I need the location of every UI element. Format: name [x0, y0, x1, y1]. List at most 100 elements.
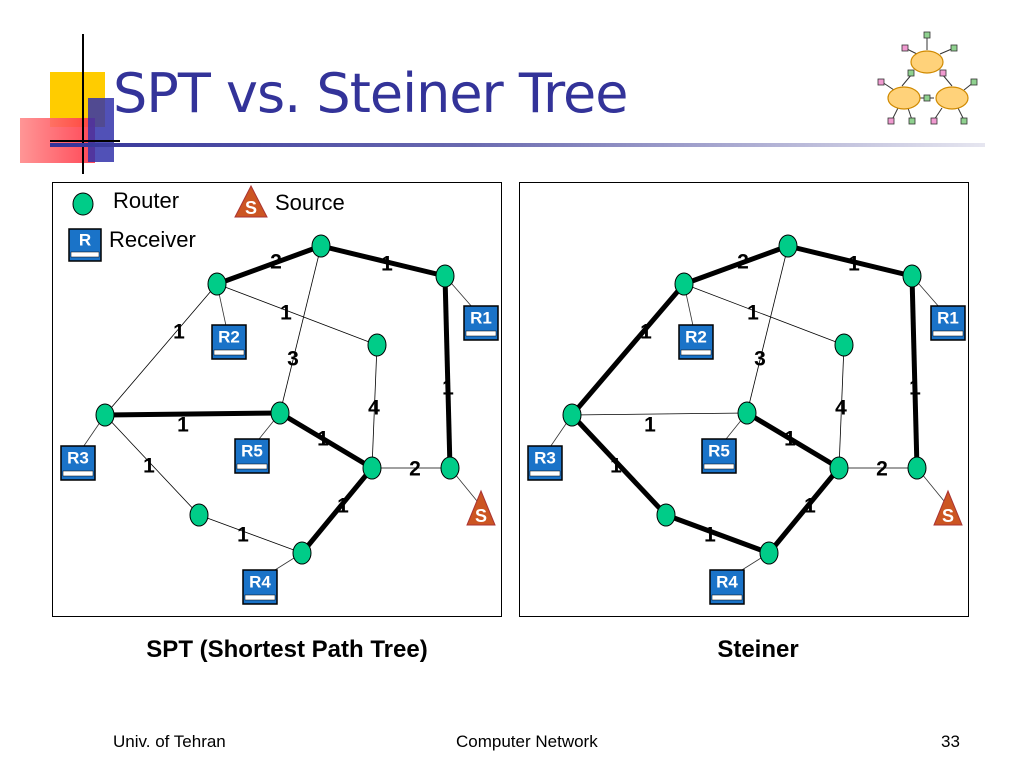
router-node	[656, 503, 676, 527]
edge-weight-e-f: 1	[644, 414, 656, 437]
edge-a-d	[216, 283, 378, 346]
deco-horizontal-line	[50, 140, 120, 142]
edge-weight-a-e: 1	[173, 321, 185, 344]
source-letter: S	[475, 506, 487, 526]
edge-weight-c-s: 1	[909, 377, 921, 400]
tree-edge-a-e	[570, 282, 686, 417]
receiver-label: R3	[67, 448, 89, 467]
tree-edge-f-g	[745, 410, 841, 471]
receiver-label: R3	[534, 448, 556, 467]
edge-weight-g-i: 1	[337, 495, 349, 518]
source-node: S	[466, 489, 496, 526]
tree-edge-h-i	[665, 512, 770, 556]
receiver-r1: R1	[463, 305, 499, 341]
legend-source-icon	[234, 184, 268, 218]
edge-e-f	[571, 412, 748, 416]
legend-receiver-letter: R	[79, 230, 91, 249]
receiver-r4: R4	[709, 569, 745, 605]
router-node	[834, 333, 854, 357]
edge-weight-d-g: 4	[368, 397, 380, 420]
receiver-label: R5	[241, 441, 263, 460]
router-node	[759, 541, 779, 565]
router-node	[367, 333, 387, 357]
tree-edge-g-i	[767, 466, 841, 555]
network-clouds-icon	[877, 31, 978, 125]
edge-weight-a-d: 1	[280, 302, 292, 325]
source-letter: S	[942, 506, 954, 526]
receiver-r5: R5	[234, 438, 270, 474]
legend-source-letter: S	[245, 198, 257, 218]
footer-university: Univ. of Tehran	[113, 732, 226, 751]
router-node	[189, 503, 209, 527]
edge-weight-g-s: 2	[876, 458, 888, 481]
title-underline	[50, 143, 985, 147]
footer-course: Computer Network	[456, 732, 598, 751]
legend-receiver-label: Receiver	[109, 227, 196, 252]
receiver-r4: R4	[242, 569, 278, 605]
edge-weight-a-e: 1	[640, 321, 652, 344]
router-node	[737, 401, 757, 425]
edge-d-g	[371, 344, 378, 469]
legend-router-label: Router	[113, 188, 179, 213]
edge-h-i	[198, 514, 303, 554]
page-number: 33	[941, 732, 960, 751]
edge-weight-c-s: 1	[442, 377, 454, 400]
edge-d-g	[838, 344, 845, 469]
receiver-label: R4	[249, 572, 271, 591]
edge-weight-h-i: 1	[237, 524, 249, 547]
receiver-label: R5	[708, 441, 730, 460]
tree-edge-c-s	[909, 275, 920, 469]
edge-weight-e-h: 1	[143, 455, 155, 478]
tree-edge-a-b	[216, 243, 322, 287]
legend-source-label: Source	[275, 190, 345, 215]
router-node	[207, 272, 227, 296]
edge-weight-a-b: 2	[270, 251, 282, 274]
router-node	[440, 456, 460, 480]
receiver-r1: R1	[930, 305, 966, 341]
edge-weight-b-f: 3	[754, 348, 766, 371]
receiver-label: R1	[470, 308, 492, 327]
edge-a-d	[683, 283, 845, 346]
router-node	[292, 541, 312, 565]
router-node	[362, 456, 382, 480]
edge-weight-h-i: 1	[704, 524, 716, 547]
steiner-caption: Steiner	[717, 636, 799, 663]
edge-weight-a-d: 1	[747, 302, 759, 325]
router-node	[311, 234, 331, 258]
tree-edge-e-f	[104, 410, 281, 418]
router-node	[907, 456, 927, 480]
tree-edge-f-g	[278, 410, 374, 471]
edge-e-h	[104, 414, 200, 516]
deco-blue-block	[88, 98, 114, 162]
edge-weight-e-f: 1	[177, 414, 189, 437]
router-node	[562, 403, 582, 427]
receiver-r3: R3	[60, 445, 96, 481]
edge-weight-f-g: 1	[317, 428, 329, 451]
legend-router-icon	[72, 192, 94, 216]
edge-weight-g-s: 2	[409, 458, 421, 481]
spt-caption: SPT (Shortest Path Tree)	[146, 636, 428, 663]
edge-b-f	[746, 245, 789, 414]
router-node	[270, 401, 290, 425]
router-node	[829, 456, 849, 480]
receiver-r5: R5	[701, 438, 737, 474]
tree-edge-b-c	[787, 243, 913, 279]
slide-title: SPT vs. Steiner Tree	[113, 62, 628, 125]
edge-weight-b-f: 3	[287, 348, 299, 371]
router-node	[902, 264, 922, 288]
receiver-r2: R2	[211, 324, 247, 360]
edge-a-e	[104, 283, 218, 416]
tree-edge-b-c	[320, 243, 446, 279]
tree-edge-g-i	[300, 466, 374, 555]
edge-weight-f-g: 1	[784, 428, 796, 451]
receiver-label: R4	[716, 572, 738, 591]
router-node	[674, 272, 694, 296]
edge-weight-g-i: 1	[804, 495, 816, 518]
receiver-label: R2	[218, 327, 240, 346]
receiver-label: R1	[937, 308, 959, 327]
edge-weight-b-c: 1	[848, 253, 860, 276]
